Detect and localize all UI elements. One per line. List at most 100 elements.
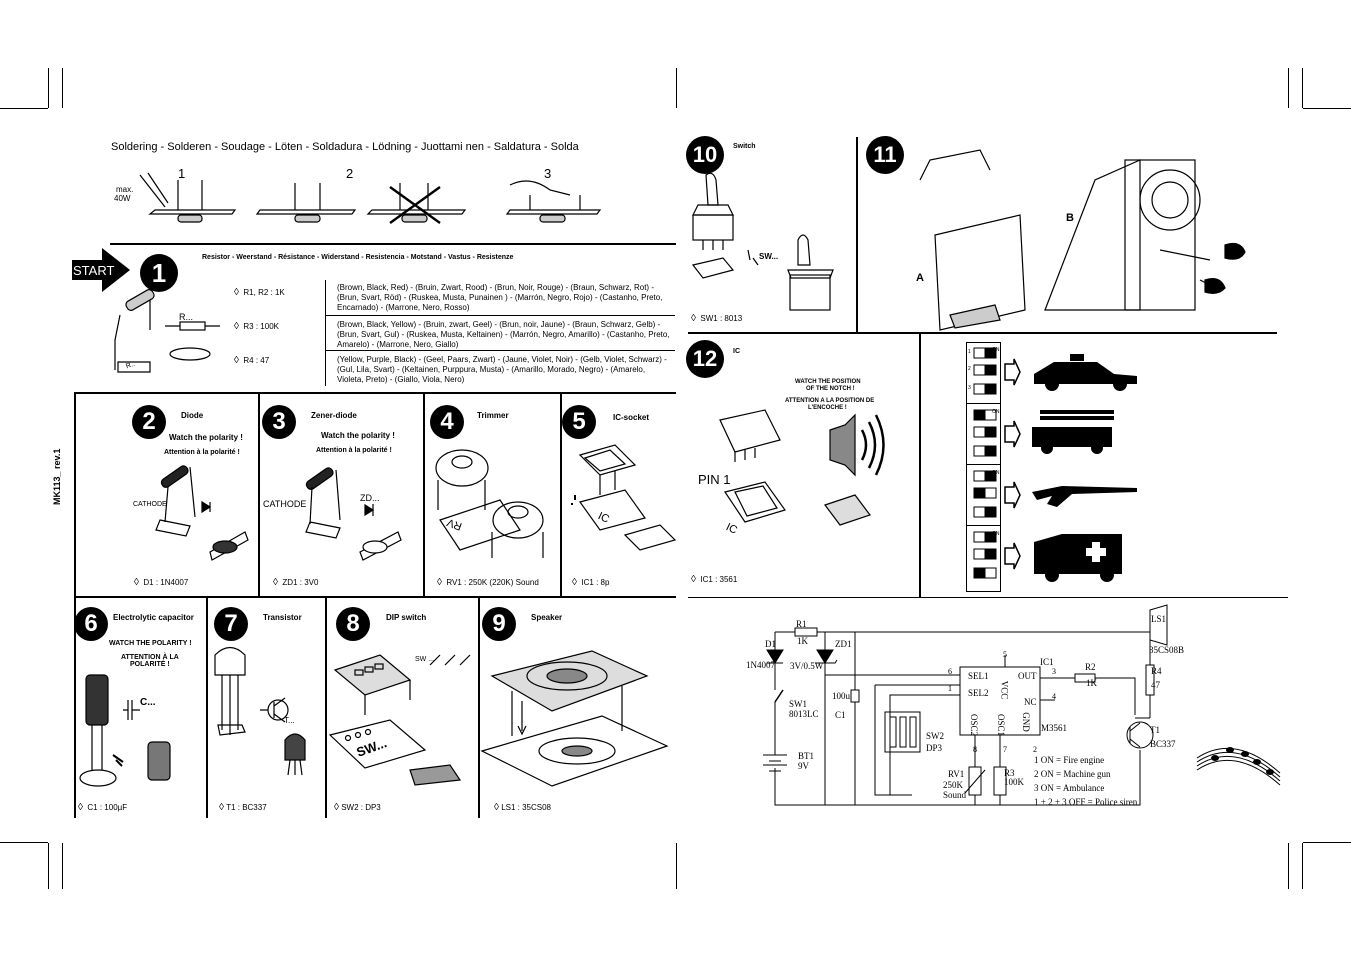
- divider: [966, 464, 1001, 465]
- transistor-illustration: [214, 646, 306, 776]
- notch-note: OF THE NOTCH !: [806, 386, 855, 392]
- sch-pin: 6: [948, 667, 952, 676]
- sch-pin: 2: [1033, 745, 1037, 754]
- zd-label: ZD...: [360, 493, 380, 503]
- sch-t1-value: BC337: [1150, 739, 1176, 749]
- zener-part: ◊ ZD1 : 3V0: [273, 577, 319, 588]
- polarity-note: WATCH THE POLARITY !: [109, 640, 192, 647]
- polarity-note-fr: Attention à la polarité !: [164, 449, 240, 456]
- sch-vcc: VCC: [999, 680, 1010, 700]
- sch-osc2: OSC2: [969, 713, 980, 737]
- sch-pin: 8: [973, 745, 977, 754]
- step-number: 8: [336, 607, 370, 641]
- resistor-colors-1: (Brown, Black, Red) - (Bruin, Zwart, Roo…: [337, 283, 663, 312]
- dip-number: 3: [968, 385, 971, 391]
- divider: [74, 596, 76, 818]
- ic-illustration: [719, 409, 885, 526]
- music-notes-icon: [1196, 747, 1281, 786]
- sch-t1: T1: [1150, 725, 1160, 735]
- dip-on-label: ON: [992, 347, 1000, 353]
- sch-r2-value: 1K: [1086, 678, 1097, 688]
- step-number: 1: [140, 254, 178, 292]
- diode-illustration: [155, 465, 249, 561]
- resistor-illustration: [114, 289, 220, 373]
- crop-mark: [1302, 68, 1303, 108]
- step-number: 9: [482, 607, 516, 641]
- sch-pin: 1: [948, 684, 952, 693]
- sch-ls1: LS1: [1151, 614, 1167, 624]
- switch-sw-label: SW...: [759, 252, 779, 261]
- start-label: START: [73, 263, 115, 278]
- sch-rv1: RV1: [948, 769, 965, 779]
- sch-nc: NC: [1024, 697, 1037, 707]
- divider: [966, 342, 1001, 343]
- sch-ic1: IC1: [1040, 657, 1054, 667]
- sch-r3-value: 100K: [1004, 777, 1024, 787]
- ic-part: ◊ IC1 : 3561: [691, 574, 738, 585]
- polarity-note: Watch the polarity !: [321, 431, 395, 440]
- sch-bt1-value: 9V: [798, 761, 809, 771]
- zener-illustration: [305, 467, 402, 561]
- sch-r1-value: 1K: [797, 636, 808, 646]
- divider: [206, 596, 208, 818]
- divider: [110, 243, 676, 245]
- cathode-label: CATHODE: [263, 499, 307, 509]
- crop-mark: [1303, 108, 1351, 109]
- divider: [966, 591, 1001, 592]
- dip-on-label: ON: [992, 470, 1000, 476]
- transistor-part: ◊ T1 : BC337: [219, 802, 267, 813]
- ic-socket-illustration: [571, 444, 677, 551]
- divider: [688, 597, 1288, 598]
- dip-on-label: ON: [992, 531, 1000, 537]
- resistor-title: Resistor - Weerstand - Résistance - Wide…: [202, 254, 514, 261]
- capacitor-label: C...: [140, 697, 156, 708]
- resistor-ref-3: ◊ R4 : 47: [234, 355, 270, 366]
- start-arrow: [72, 248, 130, 292]
- sch-sel2: SEL2: [968, 688, 989, 698]
- dip-sw-label: SW ...: [415, 656, 435, 663]
- sch-sw1-value: 8013LC: [789, 709, 819, 719]
- step-number: 11: [866, 136, 904, 174]
- notch-note-fr: L'ENCOCHE !: [808, 405, 847, 411]
- divider: [919, 332, 921, 597]
- sch-sw1: SW1: [789, 699, 807, 709]
- sch-rv1-sound: Sound: [943, 790, 967, 800]
- ic-socket-part: ◊ IC1 : 8p: [572, 577, 610, 588]
- sch-d1: D1: [765, 639, 776, 649]
- legend-item: 1 ON = Fire engine: [1034, 755, 1105, 765]
- crop-mark: [48, 68, 49, 108]
- crop-mark: [0, 108, 48, 109]
- zener-title: Zener-diode: [311, 411, 357, 420]
- sch-c1: C1: [835, 710, 846, 720]
- transistor-title: Transistor: [263, 613, 302, 622]
- max-label: max.: [116, 185, 134, 194]
- enclosure-illustration: [919, 149, 1246, 331]
- crop-mark: [1288, 68, 1289, 108]
- crop-mark: [1288, 843, 1289, 889]
- mode-vehicles: [1004, 354, 1137, 582]
- switch-illustration: [691, 172, 834, 311]
- divider: [258, 392, 260, 598]
- divider: [1000, 342, 1001, 592]
- divider: [966, 525, 1001, 526]
- divider: [856, 137, 858, 334]
- crop-mark: [676, 843, 677, 889]
- divider: [74, 392, 76, 598]
- ic-socket-title: IC-socket: [613, 413, 650, 422]
- step-number: 3: [262, 405, 296, 439]
- divider: [478, 596, 480, 818]
- sch-zd1: ZD1: [835, 639, 852, 649]
- sch-r4-value: 47: [1151, 680, 1160, 690]
- resistor-colors-3: (Yellow, Purple, Black) - (Geel, Paars, …: [337, 355, 667, 384]
- divider: [560, 392, 562, 598]
- crop-mark: [1303, 842, 1351, 843]
- soldering-title: Soldering - Solderen - Soudage - Löten -…: [111, 141, 579, 153]
- trimmer-part: ◊ RV1 : 250K (220K) Sound: [437, 577, 539, 588]
- sch-zd1-value: 3V/0.5W: [790, 661, 824, 671]
- sch-pin: 4: [1052, 692, 1056, 701]
- sch-pin: 7: [1003, 745, 1007, 754]
- divider: [966, 342, 967, 592]
- crop-mark: [0, 842, 48, 843]
- sch-r1: R1: [796, 619, 807, 629]
- ic-title: IC: [733, 348, 740, 355]
